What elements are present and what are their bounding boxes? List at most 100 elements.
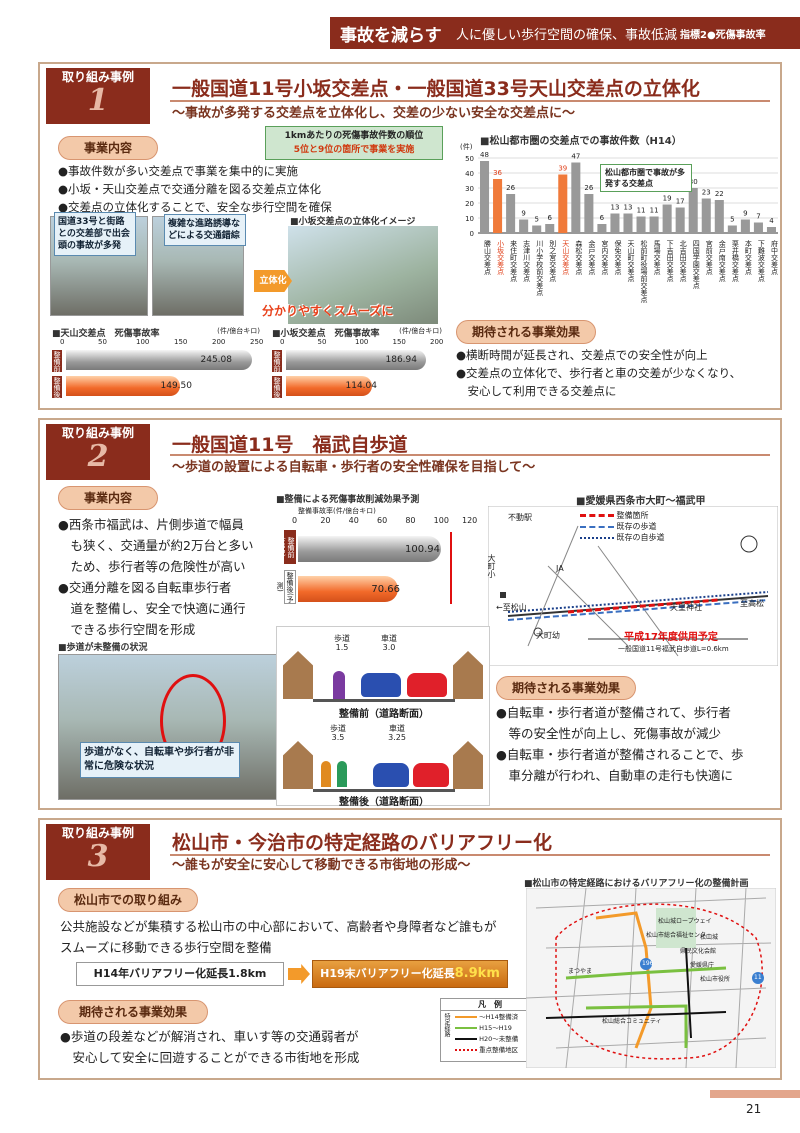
tenzan-after-tag: 整備後 <box>52 376 62 398</box>
case2-bullet: も狭く、交通量が約2万台と多い <box>58 538 254 553</box>
case2-map-legend: 整備箇所 既存の歩道 既存の自歩道 <box>580 510 665 543</box>
case3-map-title: ■松山市の特定経路におけるバリアフリー化の整備計画 <box>524 879 749 889</box>
case3-text-line: 公共施設などが集積する松山市の中心部において、高齢者や身障者など誰もが <box>60 919 497 934</box>
house-icon <box>283 741 313 789</box>
case2-chart-unit: 整備事故率(件/億台キロ) <box>298 507 376 515</box>
x-tick-label: 余戸南交差点 <box>718 239 726 283</box>
route-11-label: 11 <box>754 974 762 981</box>
tick-label: 0 <box>60 338 65 346</box>
legend-item: 既存の自歩道 <box>616 533 665 542</box>
map-label: 愛媛県庁 <box>690 962 715 969</box>
legend-title: 凡 例 <box>441 999 539 1011</box>
kosaka-chart-title: ■小坂交差点 死傷事故率 <box>272 329 380 339</box>
legend-orange-line <box>455 1016 477 1018</box>
tenzan-before-tag: 整備前 <box>52 350 62 372</box>
tick-label: 60 <box>377 516 388 525</box>
legend-item: ～H14整備済 <box>479 1013 519 1021</box>
header-title: 事故を減らす <box>340 25 442 46</box>
pedestrian-icon <box>321 761 331 787</box>
y-tick-label: 50 <box>465 155 474 163</box>
map-school-icon <box>500 592 506 598</box>
x-tick-label: 栗井橋交差点 <box>731 240 739 283</box>
x-tick-label: 四国学園交差点 <box>692 240 700 290</box>
tenzan-before-bar <box>66 350 253 370</box>
legend-navy-line <box>580 536 614 539</box>
case2-bullet: ●交通分離を図る自転車歩行者 <box>58 580 232 595</box>
tick-label: 0 <box>292 516 298 525</box>
case2-badge: 取り組み事例 2 <box>46 424 150 480</box>
route-196-label: 196 <box>642 960 654 967</box>
sec1-road-width: 3.0 <box>382 643 396 652</box>
case3-badge-number: 3 <box>87 839 109 874</box>
case2-title: 一般国道11号 福武自歩道 <box>172 434 408 456</box>
x-tick-label: 本町交差点 <box>744 239 752 276</box>
case2-bullet: ため、歩行者等の危険性が高い <box>58 559 246 574</box>
legend-blue-line <box>580 525 614 528</box>
case2-badge-label: 取り組み事例 <box>61 426 134 440</box>
bar <box>506 194 516 233</box>
car-icon <box>413 763 449 787</box>
sec1-road-label: 車道 <box>381 634 397 643</box>
map-existing-walkway <box>507 599 769 621</box>
bar-value-label: 22 <box>715 190 724 198</box>
legend-item: 既存の歩道 <box>616 522 657 531</box>
map-label-omachiyo: 大町幼 <box>536 631 560 640</box>
kosaka-after-bar <box>286 376 372 396</box>
case3-effects: ●歩道の段差などが解消され、車いす等の交通弱者が 安心して安全に回遊することがで… <box>60 1026 440 1068</box>
case1-callout-line2: 5位と9位の箇所で事業を実施 <box>293 145 415 155</box>
legend-items: ～H14整備済 H15～H19 H20～未整備 重点整備地区 <box>455 1012 518 1056</box>
bar-value-label: 6 <box>600 214 605 222</box>
map-label-fudo: 不動駅 <box>508 513 532 522</box>
map-label: 松山市役所 <box>700 976 731 983</box>
tick-label: 100 <box>433 516 449 525</box>
case3-effect: 安心して安全に回遊することができる市街地を形成 <box>60 1050 360 1065</box>
tenzan-after-value: 149.50 <box>160 381 193 391</box>
case2-after-tag: 整備後(予測) <box>276 570 296 604</box>
bar-value-label: 30 <box>689 178 698 186</box>
y-tick-label: 30 <box>465 185 474 193</box>
pedestrian-icon <box>337 761 347 787</box>
case3-text-line: スムーズに移動できる歩行空間を整備 <box>60 940 272 955</box>
bar <box>753 222 763 233</box>
x-tick-label: 余戸交差点 <box>588 239 596 276</box>
bar-value-label: 19 <box>663 195 672 203</box>
x-tick-label: 府中交差点 <box>770 239 778 276</box>
x-tick-label: 馬場交差点 <box>653 240 661 276</box>
car-icon <box>407 673 447 697</box>
tick-label: 0 <box>280 338 285 346</box>
case1-bullets: ●事故件数が多い交差点で事業を集中的に実施 ●小坂・天山交差点で交通分離を図る交… <box>58 162 458 216</box>
case1-overpass-image <box>288 226 438 324</box>
y-tick-label: 10 <box>465 215 474 223</box>
case2-effect: 等の安全性が向上し、死傷事故が減少 <box>496 726 722 741</box>
map-label: まつやま <box>568 968 593 975</box>
house-icon <box>283 651 313 699</box>
x-tick-label: 別之宮交差点 <box>549 239 557 283</box>
legend-red-dotted-line <box>455 1049 477 1051</box>
bar <box>636 216 646 233</box>
car-icon <box>361 673 401 697</box>
bar-value-label: 9 <box>521 210 525 218</box>
sec1-walk-label: 歩道 <box>334 634 350 643</box>
y-tick-label: 0 <box>470 230 474 238</box>
sec2-road-label: 車道 <box>389 724 405 733</box>
bar-value-label: 17 <box>676 198 685 206</box>
case3-to-value: 8.9km <box>454 966 500 981</box>
case3-text: 公共施設などが集積する松山市の中心部において、高齢者や身障者など誰もが スムーズ… <box>60 916 520 958</box>
case2-effect: ●自転車・歩行者道が整備されることで、歩 <box>496 747 744 762</box>
case1-content-label: 事業内容 <box>58 136 158 160</box>
case3-map <box>526 888 776 1068</box>
bar <box>649 216 659 233</box>
case1-photo1-note: 国道33号と街路との交差部で出会頭の事故が多発 <box>54 212 136 256</box>
sec2-walk-label: 歩道 <box>330 724 346 733</box>
case3-to-prefix: H19末バリアフリー化延長 <box>320 967 455 980</box>
case1-panel: 取り組み事例 1 一般国道11号小坂交差点・一般国道33号天山交差点の立体化 ～… <box>38 62 782 410</box>
section-before-label: 整備前（道路断面） <box>339 709 429 720</box>
route-196-icon <box>640 958 652 970</box>
tenzan-chart-title: ■天山交差点 死傷事故率 <box>52 329 160 339</box>
x-tick-label: 小坂交差点 <box>497 239 505 276</box>
bar-value-label: 11 <box>650 207 659 215</box>
bar-value-label: 11 <box>637 207 646 215</box>
tenzan-chart-unit: (件/億台キロ) <box>217 327 260 335</box>
